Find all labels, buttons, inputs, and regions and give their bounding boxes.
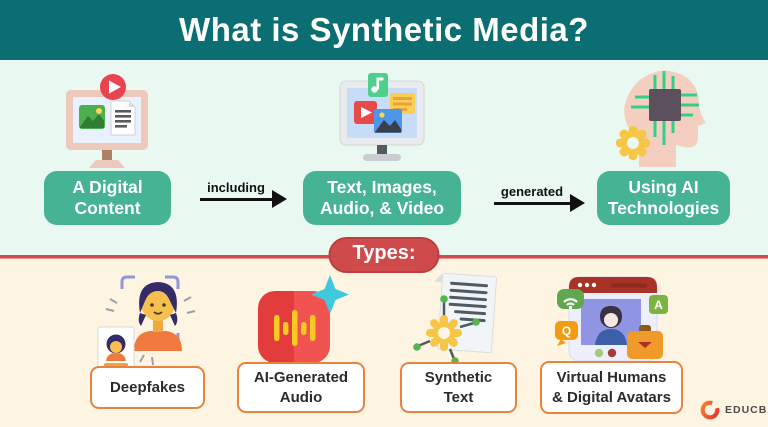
type-box-ai-generated-audio: AI-Generated Audio — [237, 362, 365, 413]
type-label-line: Virtual Humans — [556, 369, 667, 386]
type-label-line: & Digital Avatars — [552, 388, 671, 406]
arrow-line-icon — [494, 194, 585, 212]
step-label-line: A Digital — [72, 176, 143, 197]
types-section: A Q Deepfakes AI-Generated Audio Synthet… — [0, 259, 768, 427]
arrow-generated: generated — [494, 184, 585, 212]
arrow-label: including — [207, 180, 265, 195]
svg-text:A: A — [654, 298, 663, 312]
type-label-line: Audio — [279, 388, 323, 406]
ai-head-chip-icon — [603, 63, 718, 168]
brand-name: EDUCBA — [725, 404, 768, 416]
educba-logo-icon — [700, 400, 720, 420]
arrow-line-icon — [200, 190, 287, 208]
page-title: What is Synthetic Media? — [179, 11, 589, 48]
type-label-line: Synthetic — [424, 369, 493, 386]
header-banner: What is Synthetic Media? — [0, 0, 768, 60]
step-label-line: Audio, & Video — [319, 198, 445, 218]
media-monitor-icon — [327, 68, 437, 168]
type-label-line: Text — [443, 388, 474, 406]
step-label-line: Using AI — [628, 176, 699, 197]
arrow-label: generated — [500, 184, 564, 199]
svg-text:Q: Q — [562, 324, 571, 338]
step-button-using-ai: Using AI Technologies — [597, 171, 730, 225]
flow-section: A Digital Content Text, Images, Audio, &… — [0, 60, 768, 256]
type-box-deepfakes: Deepfakes — [90, 366, 205, 409]
type-label-line: Deepfakes — [109, 378, 186, 396]
step-label-line: Content — [74, 198, 141, 218]
type-box-virtual-humans: Virtual Humans & Digital Avatars — [540, 361, 683, 414]
step-button-text-images-audio-video: Text, Images, Audio, & Video — [303, 171, 461, 225]
type-label-line: AI-Generated — [253, 369, 349, 386]
face-scan-deepfake-icon — [92, 271, 202, 373]
arrow-including: including — [200, 180, 287, 208]
audio-waveform-icon — [250, 273, 350, 369]
avatar-browser-icon: A Q — [553, 273, 673, 365]
step-label-line: Text, Images, — [327, 176, 437, 197]
step-label-line: Technologies — [607, 198, 720, 218]
step-button-digital-content: A Digital Content — [44, 171, 171, 225]
monitor-play-icon — [52, 72, 162, 172]
types-badge: Types: — [328, 237, 440, 273]
educba-logo: EDUCBA — [699, 399, 768, 421]
document-gear-icon — [408, 269, 508, 367]
type-box-synthetic-text: Synthetic Text — [400, 362, 517, 413]
